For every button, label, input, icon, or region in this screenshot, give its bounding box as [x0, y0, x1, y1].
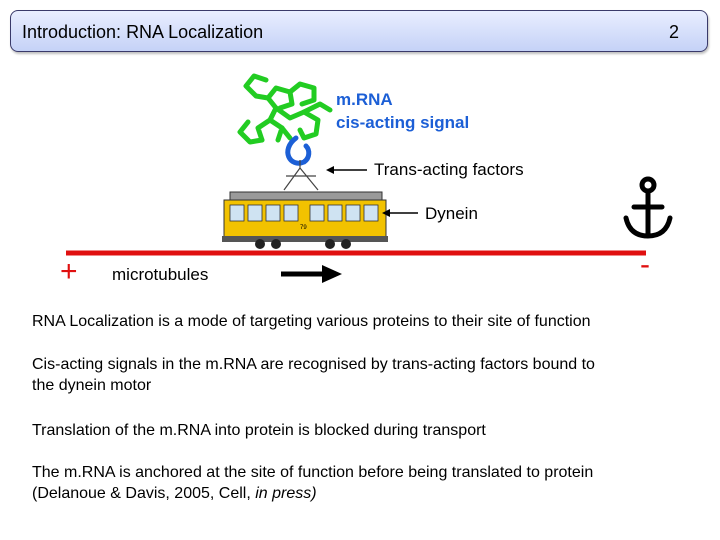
diagram: 79	[66, 73, 673, 283]
body-paragraph-2-line-2: the dynein motor	[32, 377, 152, 394]
body-paragraph-4-line-1: The m.RNA is anchored at the site of fun…	[32, 464, 594, 481]
cis-signal-shape	[285, 135, 312, 166]
citation-text: (Delanoue & Davis, 2005, Cell,	[32, 485, 256, 502]
page-number: 2	[668, 22, 679, 42]
plus-end-symbol: +	[60, 255, 78, 288]
anchor-icon	[623, 176, 673, 239]
trans-factors-label: Trans-acting factors	[374, 160, 524, 179]
cis-signal-label: cis-acting signal	[336, 113, 470, 132]
mrna-label: m.RNA	[336, 90, 393, 109]
citation-italic: in press)	[255, 485, 317, 502]
mrna-structure	[237, 73, 333, 145]
dynein-label: Dynein	[425, 204, 478, 223]
tram: 79	[222, 191, 388, 249]
body-paragraph-2-line-1: Cis-acting signals in the m.RNA are reco…	[32, 356, 595, 373]
body-paragraph-2: Cis-acting signals in the m.RNA are reco…	[32, 354, 692, 396]
minus-end-symbol: -	[640, 248, 650, 281]
body-paragraph-1: RNA Localization is a mode of targeting …	[32, 313, 591, 330]
microtubules-label: microtubules	[112, 265, 209, 284]
pantograph	[283, 160, 319, 191]
slide-title: Introduction: RNA Localization	[22, 22, 264, 42]
title-bar: Introduction: RNA Localization 2	[10, 10, 708, 52]
body-paragraph-4-line-2: (Delanoue & Davis, 2005, Cell, in press)	[32, 483, 692, 504]
tram-number: 79	[300, 225, 307, 231]
direction-arrow	[281, 265, 342, 283]
body-paragraph-4: The m.RNA is anchored at the site of fun…	[32, 462, 692, 504]
body-paragraph-3: Translation of the m.RNA into protein is…	[32, 422, 486, 439]
